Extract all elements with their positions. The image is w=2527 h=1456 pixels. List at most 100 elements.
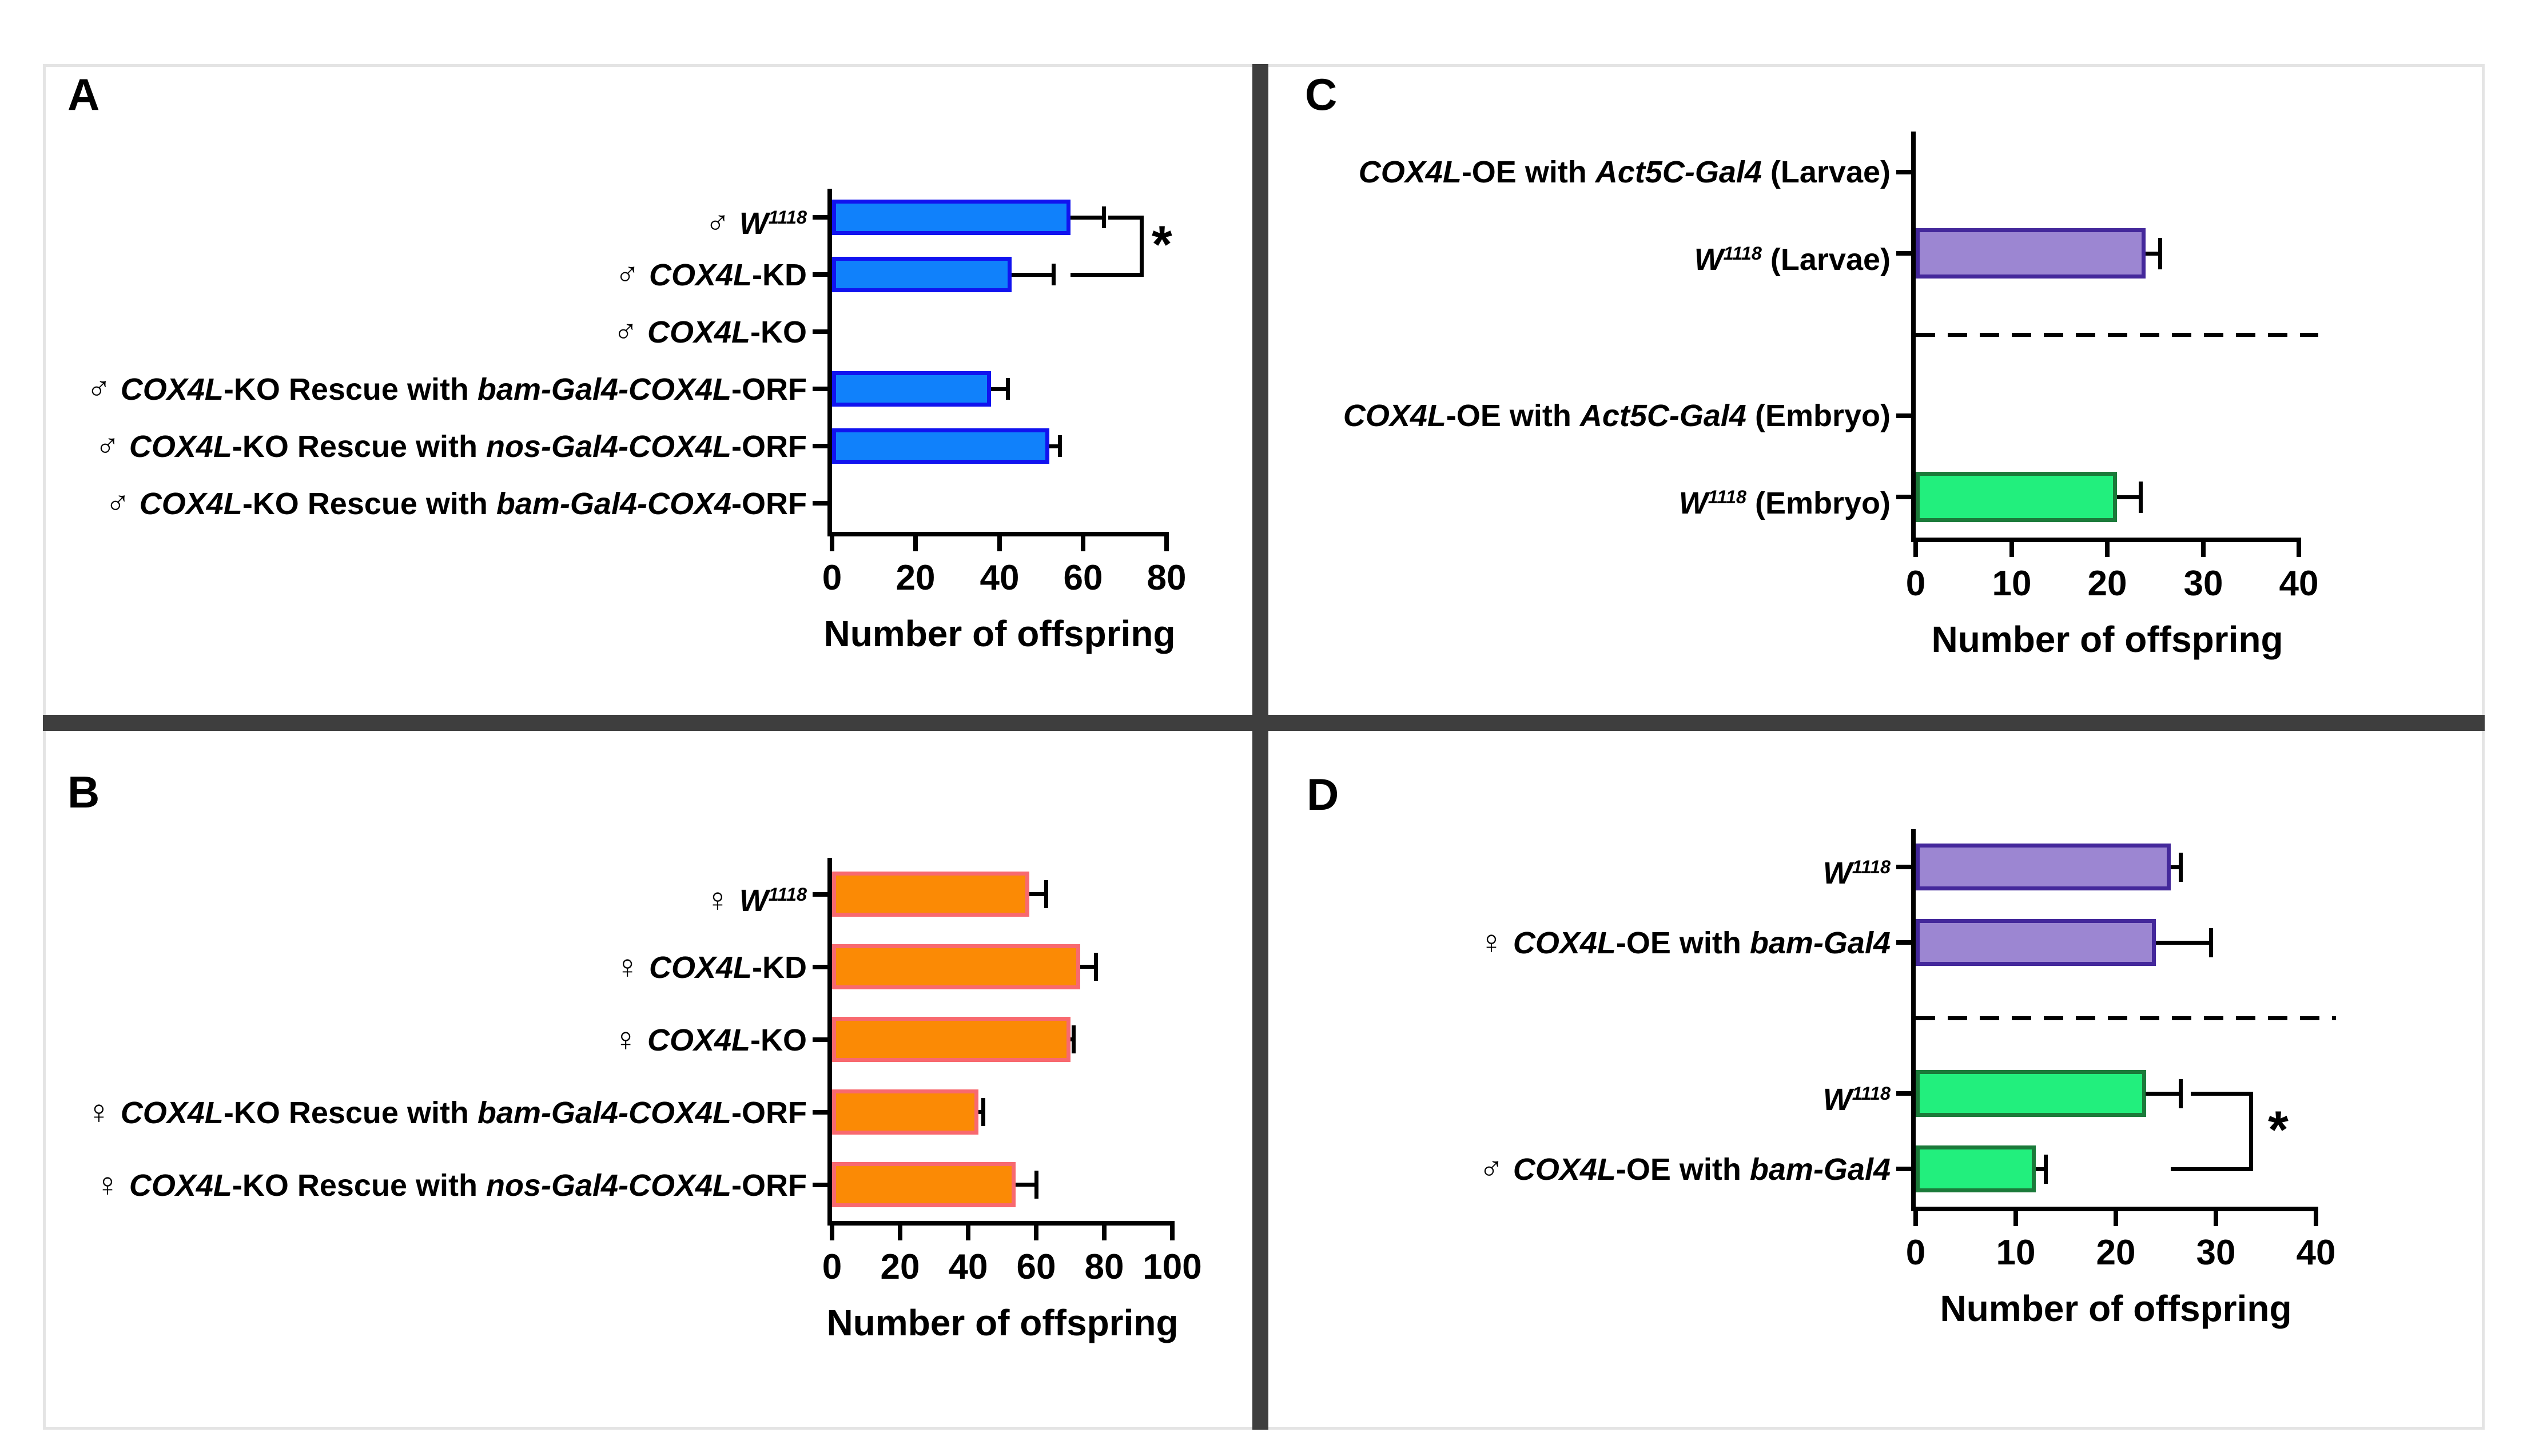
label-segment: -KD (752, 258, 807, 292)
error-bar-cap (2139, 482, 2143, 513)
x-axis-tick-label: 80 (1147, 558, 1187, 598)
category-tick (1896, 495, 1911, 499)
label-segment: -KO (750, 1023, 807, 1057)
category-label: ♀ COX4L-OE with bam-Gal4 (1479, 920, 1891, 965)
significance-bracket-stem (2249, 1092, 2253, 1171)
panel-letter-C: C (1305, 69, 1338, 120)
x-axis-tick (1913, 1211, 1918, 1226)
label-segment: nos-Gal4-COX4L (485, 1168, 732, 1203)
y-axis-line (827, 189, 832, 536)
x-axis-line (1911, 538, 2301, 542)
category-label: ♂ W1118 (705, 194, 807, 241)
error-bar-stem (2036, 1167, 2046, 1171)
category-tick (1896, 170, 1911, 174)
bar (1916, 844, 2171, 890)
category-tick (813, 892, 827, 897)
bar (832, 428, 1050, 464)
error-bar-cap (2179, 1079, 2183, 1108)
x-axis-tick-label: 40 (2279, 564, 2319, 603)
category-tick (1896, 1091, 1911, 1096)
label-segment: COX4L (648, 258, 753, 292)
x-axis-tick-label: 60 (1063, 558, 1103, 598)
sex-symbol: ♂ (105, 484, 140, 522)
label-segment: 1118 (1723, 243, 1762, 264)
label-segment: 1118 (1852, 857, 1891, 877)
label-segment: -OE with (1461, 155, 1595, 189)
x-axis-title: Number of offspring (823, 613, 1176, 654)
x-axis-tick-label: 80 (1084, 1247, 1124, 1287)
label-segment: -OE with (1615, 1152, 1750, 1187)
x-axis-tick (2314, 1211, 2318, 1226)
x-axis-tick (913, 536, 918, 551)
x-axis-tick-label: 0 (822, 558, 842, 598)
label-segment: COX4L (647, 1023, 751, 1057)
error-bar-stem (1029, 892, 1046, 896)
category-label: COX4L-OE with Act5C-Gal4 (Embryo) (1343, 393, 1891, 439)
label-segment: COX4L (647, 315, 751, 349)
category-label: W1118 (Larvae) (1694, 230, 1891, 277)
sex-symbol: ♂ (86, 370, 121, 407)
x-axis-tick-label: 40 (2296, 1233, 2336, 1272)
bar (832, 1017, 1071, 1062)
error-bar-cap (1094, 953, 1098, 981)
label-segment: (Larvae) (1761, 155, 1891, 189)
error-bar-cap (1052, 264, 1056, 285)
category-tick (813, 501, 827, 506)
significance-asterisk: * (1152, 216, 1172, 274)
bar (832, 200, 1071, 235)
label-segment: -KO Rescue with (232, 1168, 486, 1203)
label-segment: W (1822, 1082, 1852, 1117)
label-segment: COX4L (648, 950, 753, 985)
dashed-separator (1916, 333, 2318, 337)
label-segment: W (1694, 242, 1724, 277)
category-label: ♂ COX4L-KO Rescue with bam-Gal4-COX4-ORF (105, 480, 807, 526)
category-tick (813, 965, 827, 969)
x-axis-tick (1913, 542, 1918, 557)
label-segment: 1118 (1852, 1083, 1891, 1104)
error-bar-cap (1006, 378, 1010, 400)
x-axis-tick-label: 20 (880, 1247, 920, 1287)
error-bar-cap (2044, 1155, 2048, 1184)
panel-letter-D: D (1307, 769, 1339, 820)
label-segment: COX4L (1513, 926, 1616, 960)
significance-bracket-arm (2171, 1167, 2251, 1171)
y-axis-line (1911, 132, 1916, 542)
bar (1916, 228, 2146, 279)
error-bar-stem (978, 1110, 984, 1114)
category-tick (813, 1183, 827, 1187)
label-segment: -OE with (1446, 399, 1580, 433)
error-bar-cap (1034, 1171, 1038, 1199)
bar (1916, 1070, 2146, 1117)
error-bar-stem (2156, 941, 2211, 945)
vertical-divider (1252, 64, 1268, 1430)
x-axis-tick (2201, 542, 2206, 557)
significance-bracket-arm (2191, 1092, 2251, 1096)
category-label: ♀ COX4L-KO Rescue with nos-Gal4-COX4L-OR… (95, 1162, 807, 1208)
error-bar-cap (1044, 880, 1048, 908)
label-segment: COX4L (129, 1168, 232, 1203)
x-axis-tick-label: 30 (2183, 564, 2223, 603)
sex-symbol: ♀ (705, 881, 739, 918)
label-segment: Act5C-Gal4 (1595, 155, 1762, 189)
bar (1916, 472, 2117, 522)
x-axis-tick-label: 20 (2096, 1233, 2136, 1272)
label-segment: (Embryo) (1746, 399, 1891, 433)
label-segment: -KO Rescue with (223, 1096, 477, 1130)
label-segment: bam-Gal4 (1749, 1152, 1891, 1187)
x-axis-title: Number of offspring (826, 1302, 1179, 1343)
label-segment: -ORF (731, 372, 807, 407)
category-label: ♀ COX4L-KO Rescue with bam-Gal4-COX4L-OR… (86, 1089, 807, 1135)
panel-letter-A: A (67, 69, 100, 120)
category-tick (813, 1110, 827, 1115)
x-axis-tick-label: 10 (1992, 564, 2032, 603)
label-segment: -OE with (1615, 926, 1750, 960)
significance-asterisk: * (2268, 1101, 2289, 1159)
label-segment: -ORF (731, 487, 807, 521)
label-segment: W (739, 206, 769, 241)
category-label: W1118 (1822, 1071, 1891, 1117)
x-axis-tick (2297, 542, 2301, 557)
label-segment: bam-Gal4-COX4L (477, 1096, 732, 1130)
label-segment: -ORF (731, 429, 807, 464)
